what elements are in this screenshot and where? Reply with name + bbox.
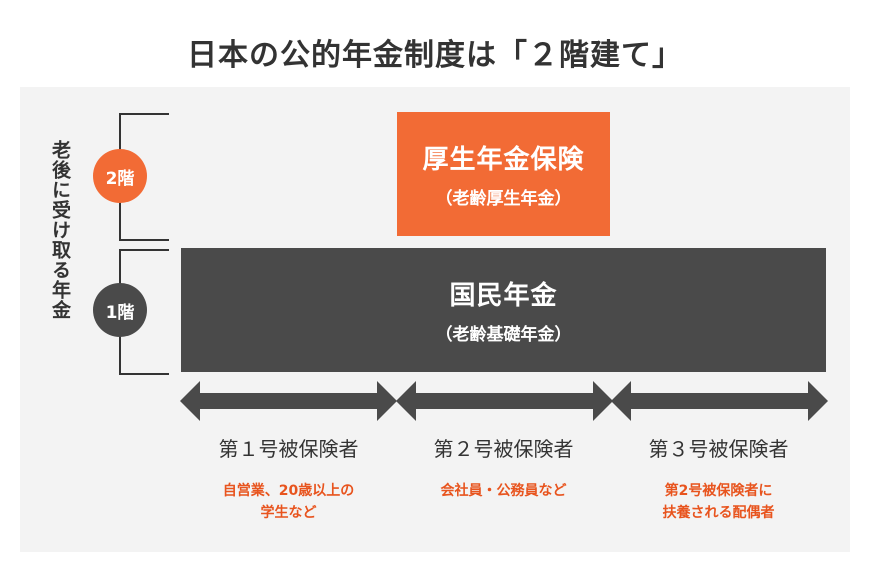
kosei-nenkin-title: 厚生年金保険 xyxy=(422,145,585,175)
insured-desc-1-line1: 自営業、20歳以上の xyxy=(222,483,355,499)
page-title: 日本の公的年金制度は「２階建て」 xyxy=(187,38,683,73)
floor-2-badge: 2階 xyxy=(93,149,147,203)
insured-desc-3-line1: 第2号被保険者に xyxy=(664,483,773,499)
kosei-nenkin-sub: （老齢厚生年金） xyxy=(435,189,572,209)
insured-type-3: 第３号被保険者 xyxy=(648,437,789,461)
insured-desc-2: 会社員・公務員など xyxy=(396,480,611,502)
kokumin-nenkin-box: 国民年金 （老齢基礎年金） xyxy=(181,248,826,372)
double-arrow-icon-1 xyxy=(180,381,397,421)
insured-desc-2-line1: 会社員・公務員など xyxy=(440,483,567,499)
floor-1-badge: 1階 xyxy=(93,283,147,337)
insured-type-1: 第１号被保険者 xyxy=(218,437,359,461)
side-label: 老後に受け取る年金 xyxy=(49,140,71,320)
insured-desc-3: 第2号被保険者に 扶養される配偶者 xyxy=(611,480,826,524)
coverage-arrows xyxy=(180,381,828,421)
kokumin-nenkin-sub: （老齢基礎年金） xyxy=(435,325,572,345)
kokumin-nenkin-title: 国民年金 xyxy=(449,281,558,311)
kosei-nenkin-box: 厚生年金保険 （老齢厚生年金） xyxy=(397,112,610,236)
insured-desc-1: 自営業、20歳以上の 学生など xyxy=(181,480,396,524)
insured-desc-1-line2: 学生など xyxy=(260,505,317,521)
insured-desc-3-line2: 扶養される配偶者 xyxy=(662,505,775,521)
insured-type-2: 第２号被保険者 xyxy=(433,437,574,461)
double-arrow-icon-3 xyxy=(611,381,828,421)
double-arrow-icon-2 xyxy=(396,381,613,421)
